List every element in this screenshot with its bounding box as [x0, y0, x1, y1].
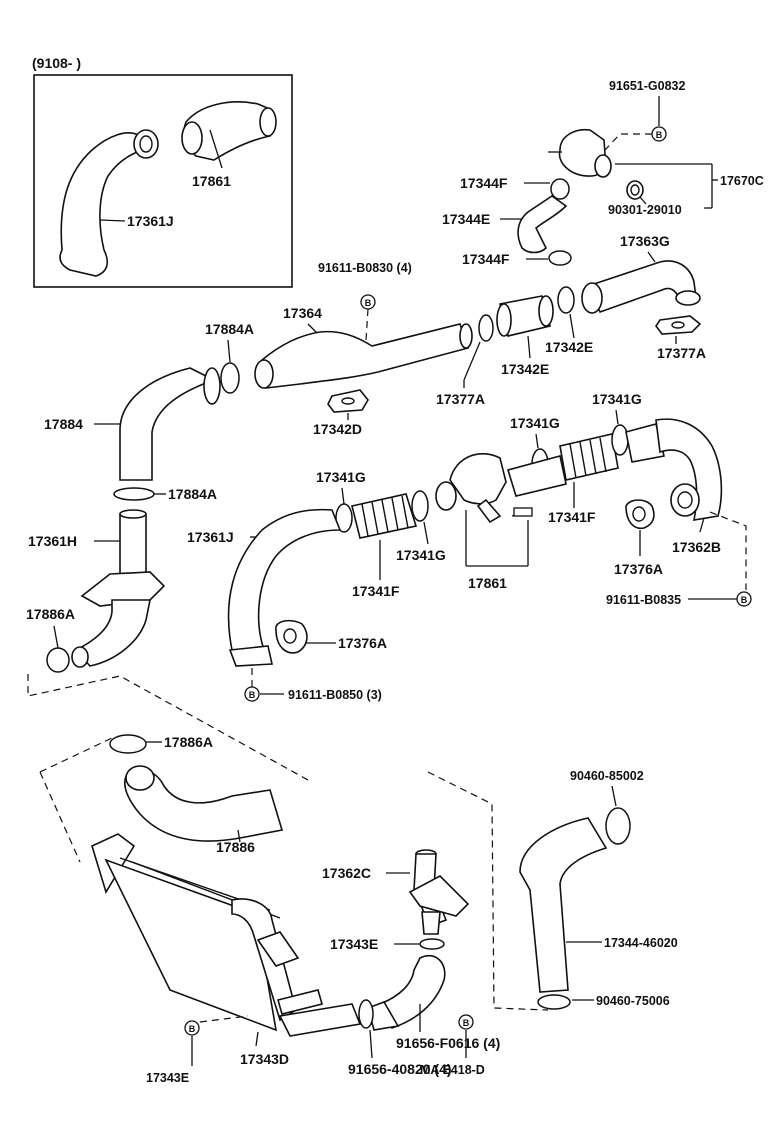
label-17341G-a: 17341G — [316, 469, 366, 485]
svg-text:B: B — [365, 298, 372, 308]
label-17344E: 17344E — [442, 211, 490, 227]
label-17362C: 17362C — [322, 865, 371, 881]
label-17361H: 17361H — [28, 533, 77, 549]
label-91611-B0835: 91611-B0835 — [606, 593, 681, 607]
label-17361J-top: 17361J — [127, 213, 174, 229]
svg-text:B: B — [189, 1024, 196, 1034]
label-91611-B0830: 91611-B0830 (4) — [318, 261, 412, 275]
label-17341F-a: 17341F — [352, 583, 400, 599]
label-90301-29010: 90301-29010 — [608, 203, 682, 217]
label-17344F-a: 17344F — [460, 175, 508, 191]
inset-box: (9108- ) — [32, 55, 293, 288]
label-17361J-mid: 17361J — [187, 529, 234, 545]
label-17342E-a: 17342E — [545, 339, 593, 355]
label-17940D: 17343D — [240, 1051, 289, 1067]
label-90460-85002: 90460-85002 — [570, 769, 644, 783]
svg-text:B: B — [656, 130, 663, 140]
label-17342D: 17342E — [501, 361, 549, 377]
label-17377A-a: 17342D — [313, 421, 362, 437]
label-17670C: 17670C — [720, 174, 764, 188]
bolt-marker-b — [184, 1020, 200, 1036]
label-17341G-c: 17341G — [592, 391, 642, 407]
label-17377A-b: 17377A — [657, 345, 706, 361]
label-17376A-a: 17376A — [614, 561, 663, 577]
label-17884: 17884 — [44, 416, 83, 432]
label-17886A-a: 17886A — [26, 606, 75, 622]
label-17362B: 17362B — [672, 539, 721, 555]
label-17343D: 91656-F0616 (4) — [396, 1035, 500, 1051]
label-17884A-b: 17884A — [168, 486, 217, 502]
label-17343E-a: 17343E — [330, 936, 378, 952]
label-17344F-b: 17344F — [462, 251, 510, 267]
inset-title: (9108- ) — [32, 55, 81, 71]
svg-text:B: B — [249, 690, 256, 700]
svg-text:B: B — [741, 595, 748, 605]
label-17861-mid: 17861 — [468, 575, 507, 591]
label-17861-top: 17861 — [192, 173, 231, 189]
label-17364: 17364 — [283, 305, 322, 321]
label-17341F-b: 17341F — [548, 509, 596, 525]
label-17886A-b: 17886A — [164, 734, 213, 750]
label-17344-46020: 17344-46020 — [604, 936, 678, 950]
label-91656-40820: MA E418-D — [420, 1063, 485, 1077]
label-17341G-b: 17341G — [510, 415, 560, 431]
label-91611-B0850: 91611-B0850 (3) — [288, 688, 382, 702]
bolt-marker-b — [244, 686, 260, 702]
label-90460-75006: 90460-75006 — [596, 994, 670, 1008]
label-91656-F0616: 17343E — [146, 1071, 189, 1085]
label-17343E-b: 91656-40820 (4) — [348, 1061, 452, 1077]
bolt-marker-b — [458, 1014, 474, 1030]
label-17884A-a: 17884A — [205, 321, 254, 337]
label-17886: 17886 — [216, 839, 255, 855]
bolt-marker-b — [736, 591, 752, 607]
label-17341G-d: 17341G — [396, 547, 446, 563]
svg-text:B: B — [463, 1018, 470, 1028]
label-17376A-b: 17376A — [338, 635, 387, 651]
label-17342E-b: 17377A — [436, 391, 485, 407]
label-17363G: 17363G — [620, 233, 670, 249]
label-91651-G0832: 91651-G0832 — [609, 79, 686, 93]
